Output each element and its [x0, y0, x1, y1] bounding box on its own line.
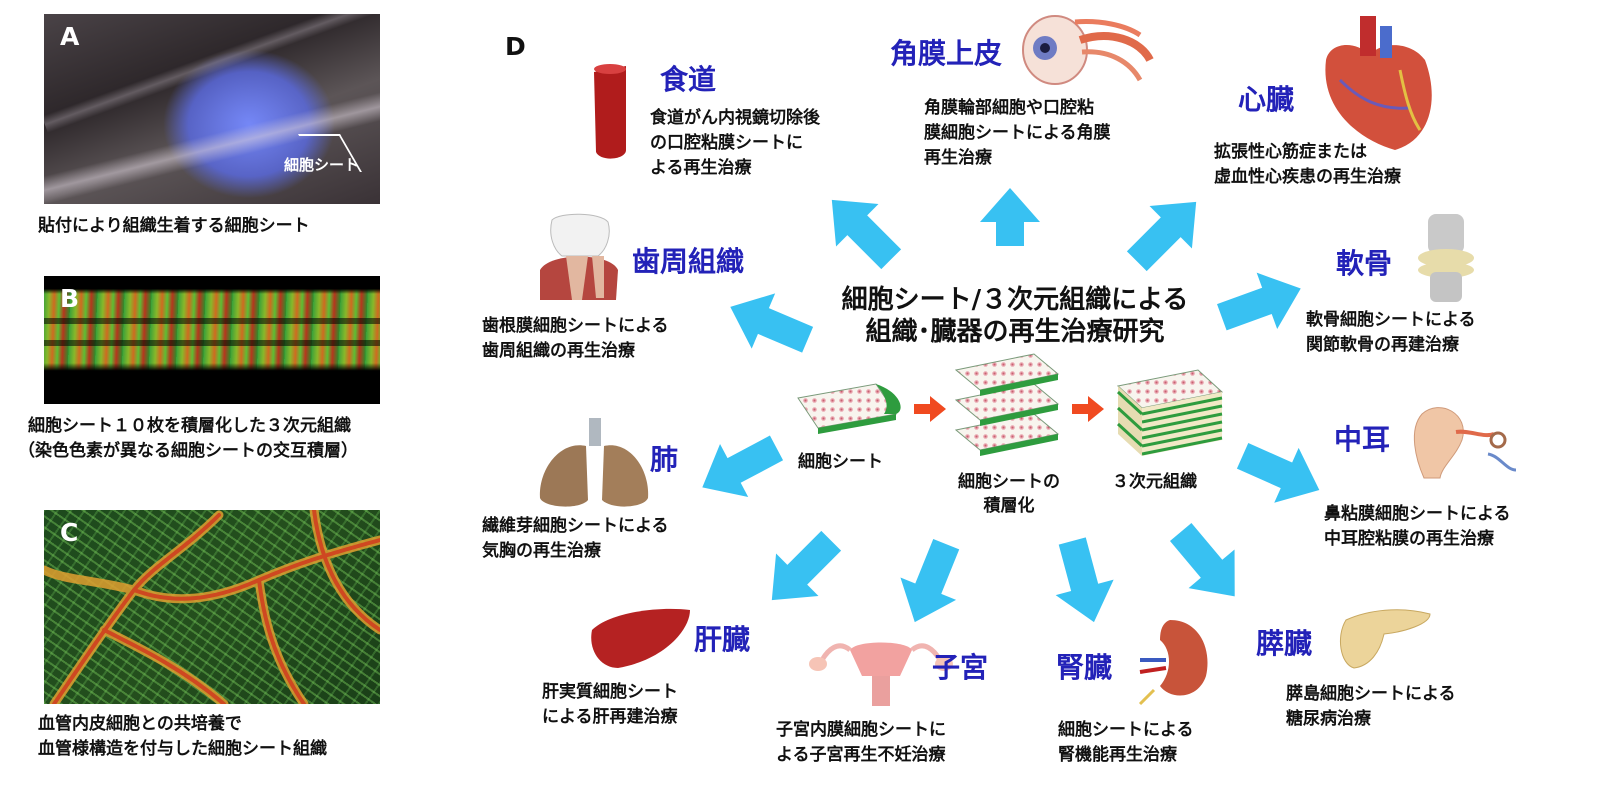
three-d-tissue-graphic: [1116, 369, 1224, 456]
caption-b-line-2: （染色色素が異なる細胞シートの交互積層）: [18, 441, 358, 461]
single-cell-sheet-graphic: [797, 383, 901, 434]
flow-label-sheet: 細胞シート: [798, 452, 883, 472]
desc-heart: 拡張性心筋症または 虚血性心疾患の再生治療: [1214, 142, 1401, 187]
arrow-to-periodontal: [730, 293, 814, 353]
desc-pancreas: 膵島細胞シートによる 糖尿病治療: [1286, 684, 1456, 729]
tooth-image: [540, 213, 618, 300]
title-esophagus: 食道: [660, 63, 717, 96]
desc-cartilage: 軟骨細胞シートによる 関節軟骨の再建治療: [1306, 310, 1476, 355]
flow-label-3d-tissue: ３次元組織: [1112, 472, 1197, 492]
title-middle-ear: 中耳: [1334, 423, 1391, 456]
arrow-to-heart: [1126, 201, 1197, 272]
pancreas-image: [1339, 609, 1431, 669]
arrow-to-kidney: [1055, 537, 1114, 623]
title-cartilage: 軟骨: [1336, 247, 1393, 280]
photo-c-vascular-tissue: C: [44, 510, 380, 704]
arrow-to-liver: [771, 530, 842, 601]
desc-kidney: 細胞シートによる 腎機能再生治療: [1058, 720, 1194, 765]
photo-b-stacked-tissue: B: [44, 276, 380, 404]
center-title-line-2: 組織･臓器の再生治療研究: [865, 317, 1165, 347]
desc-esophagus: 食道がん内視鏡切除後 の口腔粘膜シートに よる再生治療: [650, 108, 820, 178]
esophagus-image: [594, 64, 626, 159]
arrow-to-pancreas: [1169, 523, 1235, 597]
desc-cornea: 角膜輪部細胞や口腔粘 膜細胞シートによる角膜 再生治療: [924, 98, 1111, 168]
panel-letter-d: D: [505, 32, 526, 61]
uterus-image: [809, 642, 953, 706]
arrow-to-middle-ear: [1236, 443, 1320, 503]
title-liver: 肝臓: [694, 623, 751, 656]
desc-liver: 肝実質細胞シート による肝再建治療: [542, 682, 678, 727]
center-title: 細胞シート/３次元組織による 組織･臓器の再生治療研究: [810, 284, 1220, 348]
title-lung: 肺: [650, 443, 679, 476]
panel-letter-a: A: [60, 22, 80, 51]
arrow-to-esophagus: [831, 199, 902, 270]
title-pancreas: 膵臓: [1256, 627, 1313, 660]
vessel-network: [44, 510, 380, 704]
flow-arrow-2: [1072, 396, 1104, 422]
lungs-image: [539, 418, 649, 507]
arrow-to-uterus: [900, 538, 960, 623]
arrow-to-lung: [702, 435, 784, 497]
eye-image: [1022, 15, 1154, 85]
title-kidney: 腎臓: [1056, 651, 1113, 684]
flow-arrow-1: [914, 396, 946, 422]
layer-band: [44, 340, 380, 346]
kidney-image: [1138, 620, 1208, 706]
desc-periodontal: 歯根膜細胞シートによる 歯周組織の再生治療: [482, 316, 669, 361]
layer-band: [44, 318, 380, 324]
caption-b-line-1: 細胞シート１０枚を積層化した３次元組織: [28, 416, 351, 436]
knee-joint-image: [1418, 214, 1474, 302]
title-heart: 心臓: [1238, 83, 1295, 116]
desc-lung: 繊維芽細胞シートによる 気胸の再生治療: [482, 516, 669, 561]
ear-image: [1413, 407, 1517, 479]
desc-middle-ear: 鼻粘膜細胞シートによる 中耳腔粘膜の再生治療: [1324, 504, 1511, 549]
desc-uterus: 子宮内膜細胞シートに よる子宮再生不妊治療: [776, 720, 946, 765]
arrow-to-cornea: [980, 188, 1040, 246]
liver-image: [591, 608, 690, 668]
title-uterus: 子宮: [932, 651, 989, 684]
flow-label-stacking: 細胞シートの 積層化: [958, 472, 1060, 516]
title-cornea: 角膜上皮: [890, 37, 1003, 70]
arrow-to-cartilage: [1217, 272, 1301, 331]
photo-a-cell-sheet-graft: 細胞シート A: [44, 14, 380, 204]
panel-letter-c: C: [60, 518, 79, 547]
heart-image: [1325, 16, 1432, 150]
caption-c-line-2: 血管様構造を付与した細胞シート組織: [38, 739, 327, 759]
caption-c-line-1: 血管内皮細胞との共培養で: [38, 714, 242, 734]
title-periodontal: 歯周組織: [632, 245, 745, 278]
center-title-line-1: 細胞シート/３次元組織による: [841, 285, 1189, 315]
cell-sheet-label: 細胞シート: [284, 156, 360, 174]
caption-a: 貼付により組織生着する細胞シート: [38, 216, 310, 236]
panel-letter-b: B: [60, 284, 80, 313]
stacked-sheets-graphic: [954, 353, 1060, 456]
